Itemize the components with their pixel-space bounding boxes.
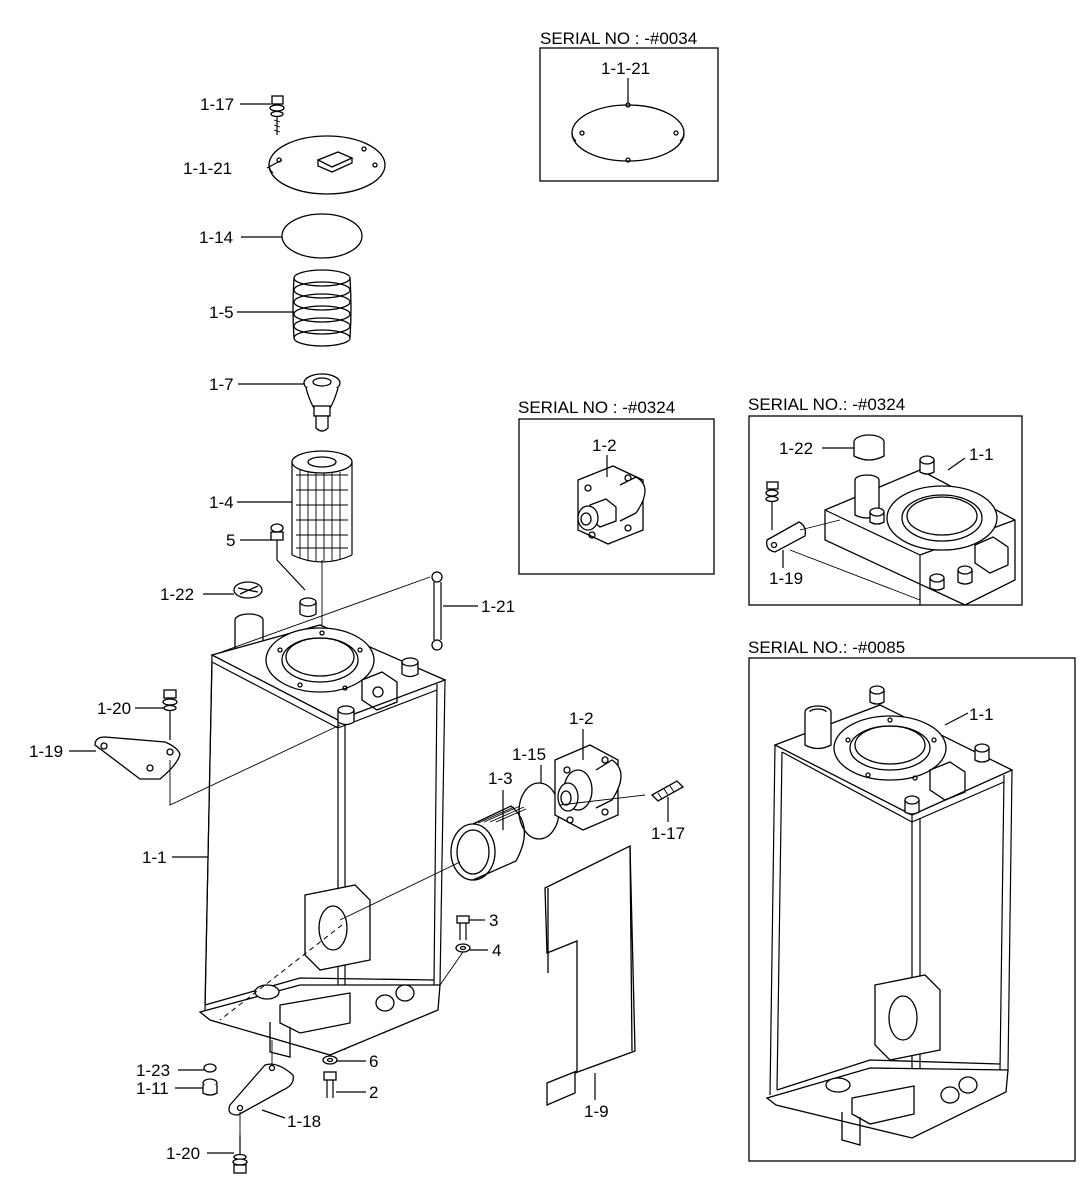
level-gauge-1-21 <box>212 571 443 656</box>
callout-1-11: 1-11 <box>136 1079 169 1098</box>
cover-plate-1-9 <box>544 844 636 1106</box>
bypass-valve-1-7 <box>303 373 341 432</box>
spring-1-5 <box>292 269 352 347</box>
o-ring-1-14 <box>281 213 363 259</box>
bracket-1-18 <box>228 1040 294 1135</box>
callout-1-7: 1-7 <box>209 375 234 394</box>
callout-1-15: 1-15 <box>512 745 546 764</box>
inset-tank-top-label-cap: 1-22 <box>779 439 813 458</box>
suction-port-1-2 <box>554 744 622 831</box>
inset-cover-plate: SERIAL NO : -#0034 1-1-21 <box>539 29 719 182</box>
filter-element-1-4 <box>291 450 353 563</box>
callout-1-2: 1-2 <box>569 709 594 728</box>
gasket-1-15 <box>518 782 560 840</box>
inset-cover-label: 1-1-21 <box>601 59 650 78</box>
callout-1-5: 1-5 <box>209 303 234 322</box>
inset-tank-full: SERIAL NO.: -#0085 <box>748 638 1076 1162</box>
bolt-3 <box>456 915 470 940</box>
callout-4: 4 <box>492 941 501 960</box>
callout-1-1-21-top: 1-1-21 <box>183 159 232 178</box>
callout-1-22: 1-22 <box>160 585 194 604</box>
bracket-1-19 <box>94 724 341 806</box>
suction-filter-1-3 <box>450 805 527 881</box>
callout-1-19: 1-19 <box>29 742 63 761</box>
inset-tank-full-label-tank: 1-1 <box>969 705 994 724</box>
inset-tank-top: SERIAL NO.: -#0324 <box>748 395 1023 606</box>
washer-4 <box>439 943 471 986</box>
callout-1-20-bottom: 1-20 <box>166 1144 200 1163</box>
inset-tank-top-label-tank: 1-1 <box>969 445 994 464</box>
callout-1-17-right: 1-17 <box>651 824 685 843</box>
callout-1-4: 1-4 <box>209 493 234 512</box>
callout-1-18: 1-18 <box>287 1112 321 1131</box>
inset-tank-top-label-bracket: 1-19 <box>769 569 803 588</box>
callout-1-3: 1-3 <box>488 769 513 788</box>
inset-port-title: SERIAL NO : -#0324 <box>518 398 675 417</box>
washer-6 <box>322 1055 338 1065</box>
breather-1-17-right <box>650 780 685 802</box>
bolt-1-20-top <box>162 689 178 740</box>
callout-1-1: 1-1 <box>142 848 167 867</box>
inset-tank-full-title: SERIAL NO.: -#0085 <box>748 638 905 657</box>
drain-plug-1-11 <box>202 1078 218 1096</box>
bolt-2 <box>323 1071 337 1098</box>
bolt-1-17-top <box>269 95 285 135</box>
callout-2: 2 <box>369 1083 378 1102</box>
callout-6: 6 <box>369 1052 378 1071</box>
inset-suction-port: SERIAL NO : -#0324 1-2 <box>518 398 715 575</box>
bolt-1-20-bottom <box>232 1135 248 1174</box>
inset-port-label: 1-2 <box>592 436 617 455</box>
callout-1-21: 1-21 <box>481 597 515 616</box>
callout-1-23: 1-23 <box>136 1061 170 1080</box>
cover-plate-1-1-21 <box>268 135 386 195</box>
inset-tank-top-title: SERIAL NO.: -#0324 <box>748 395 905 414</box>
o-ring-1-23 <box>203 1063 217 1073</box>
breather-cap-1-22 <box>233 581 264 653</box>
callout-1-20-top: 1-20 <box>97 699 131 718</box>
leader-lines <box>69 103 669 1154</box>
callout-1-9: 1-9 <box>584 1102 609 1121</box>
callout-1-14: 1-14 <box>199 228 233 247</box>
callout-3: 3 <box>489 911 498 930</box>
callout-5: 5 <box>226 531 235 550</box>
bolt-5 <box>270 523 306 591</box>
inset-cover-title: SERIAL NO : -#0034 <box>540 29 697 48</box>
hydraulic-tank-body-1-1 <box>198 597 447 1058</box>
callout-1-17-top: 1-17 <box>200 95 234 114</box>
